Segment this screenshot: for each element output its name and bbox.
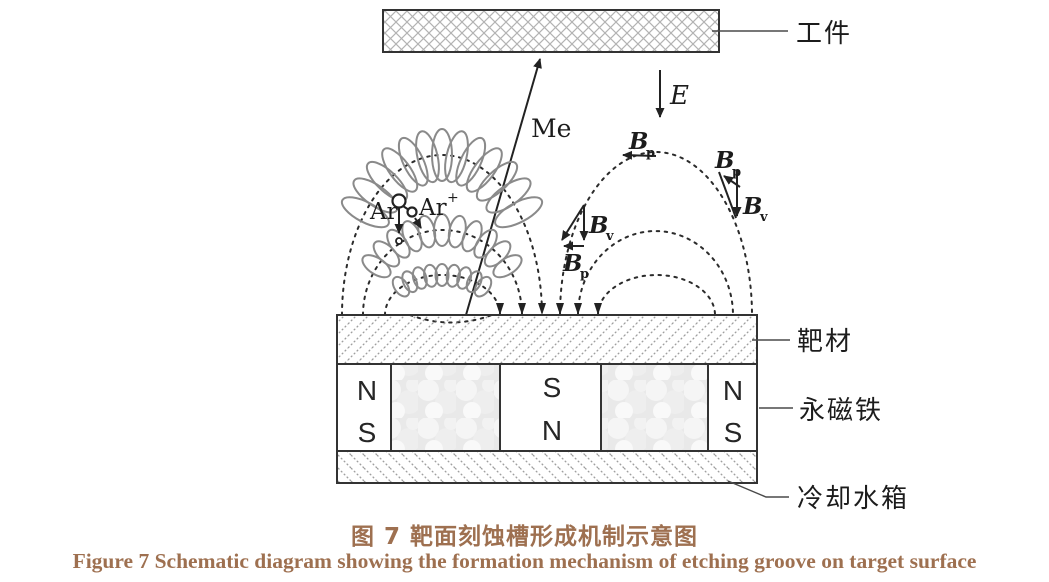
field-arc-left-middle: [362, 229, 523, 316]
surface-arrowhead: [518, 303, 526, 315]
b-symbol: B: [628, 128, 648, 155]
b-vector-apex: B p: [622, 128, 657, 161]
b-resultant-right: [718, 171, 737, 219]
b-vector-right: B p B v: [714, 147, 768, 225]
magnet-gap-left: [391, 365, 500, 450]
surface-arrowhead: [556, 303, 564, 315]
surface-arrowhead: [496, 303, 504, 315]
pole-right-top: N: [723, 375, 743, 406]
cooling-tank: 冷却水箱: [336, 450, 909, 514]
b-subscript-v: v: [605, 229, 614, 244]
workpiece-plate: 工件: [382, 9, 852, 53]
e-field-label: E: [669, 81, 689, 111]
b-symbol: B: [562, 250, 582, 277]
magnet-label: 永磁铁: [799, 396, 883, 426]
argon-atom-circle: [391, 193, 407, 209]
electric-field-arrow: E: [655, 70, 689, 118]
schematic-diagram: 工件 E Me: [336, 9, 909, 514]
field-arc-left-outer: [341, 154, 543, 316]
cooling-tank-label: 冷却水箱: [797, 484, 909, 514]
target-rect: [336, 314, 758, 365]
argon-ion-superscript: +: [447, 190, 459, 206]
pole-right-bottom: S: [724, 417, 743, 448]
b-subscript-v: v: [759, 210, 768, 225]
b-resultant-left: [561, 204, 585, 241]
b-symbol: B: [742, 193, 762, 220]
me-label: Me: [531, 114, 571, 143]
workpiece-label: 工件: [796, 19, 852, 49]
workpiece-rect: [382, 9, 720, 53]
field-arc-right-inner: [597, 274, 716, 316]
b-subscript-p: p: [646, 146, 655, 161]
magnet-gap-right: [601, 365, 708, 450]
surface-arrowhead: [538, 303, 546, 315]
b-subscript-p: p: [732, 165, 741, 180]
argon-ion-label: Ar: [418, 195, 447, 221]
cooling-tank-leader-line: [727, 480, 789, 498]
argon-ion-circle: [406, 206, 418, 218]
field-arc-left-inner: [384, 274, 501, 316]
argon-small-circle: [395, 237, 403, 245]
electron-spiral-inner: [391, 263, 493, 298]
electron-spiral-middle: [361, 213, 523, 279]
cooling-tank-rect: [336, 450, 758, 484]
b-symbol: B: [714, 147, 734, 174]
field-arc-right-outer: [559, 151, 753, 316]
pole-middle-top: S: [543, 372, 562, 403]
b-symbol: B: [588, 212, 608, 239]
field-arc-right-middle: [577, 230, 734, 316]
target-plate: 靶材: [336, 314, 853, 365]
b-vector-left: B v B p: [561, 204, 614, 282]
caption-chinese: 图 7 靶面刻蚀槽形成机制示意图: [350, 524, 699, 550]
target-label: 靶材: [797, 327, 853, 357]
pole-middle-bottom: N: [542, 415, 562, 446]
surface-arrowhead: [574, 303, 582, 315]
argon-label: Ar: [369, 199, 398, 225]
argon-ion-arrow: [412, 217, 422, 229]
caption-english: Figure 7 Schematic diagram showing the f…: [72, 549, 977, 573]
surface-arrowhead: [594, 303, 602, 315]
field-lines-right: [559, 151, 753, 316]
b-subscript-p: p: [580, 267, 589, 282]
pole-left-top: N: [357, 375, 377, 406]
magnet-assembly: N S S N N S 永磁铁: [336, 363, 883, 452]
pole-left-bottom: S: [358, 417, 377, 448]
bp-arrow-apex: [622, 150, 657, 160]
argon-ionization: Ar Ar +: [369, 190, 459, 245]
field-line-surface-arrowheads: [496, 303, 602, 315]
